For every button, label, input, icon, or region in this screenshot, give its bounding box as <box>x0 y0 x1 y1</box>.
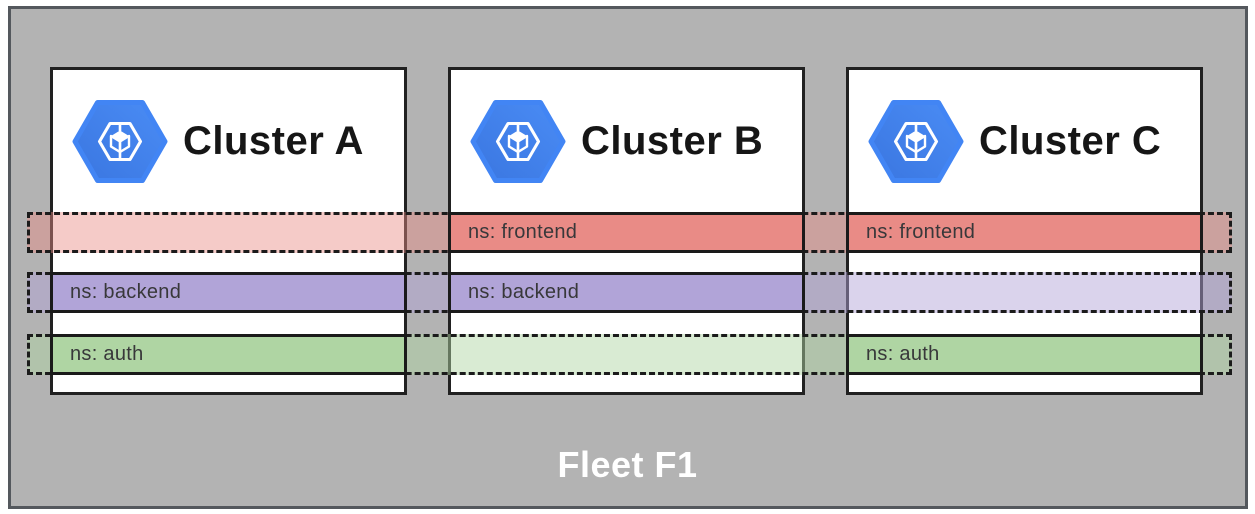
namespace-backend-cluster-b: ns: backend <box>448 272 805 313</box>
cluster-title: Cluster B <box>581 119 764 163</box>
namespace-label: ns: auth <box>70 343 144 365</box>
namespace-label: ns: frontend <box>866 221 976 243</box>
namespace-label: ns: backend <box>468 281 580 303</box>
namespace-frontend-cluster-b: ns: frontend <box>448 212 805 253</box>
namespace-backend-cluster-a: ns: backend <box>50 272 407 313</box>
namespace-label: ns: backend <box>70 281 182 303</box>
cluster-title: Cluster A <box>183 119 364 163</box>
gke-cluster-icon <box>72 100 168 183</box>
namespace-label: ns: frontend <box>468 221 578 243</box>
cluster-header-b: Cluster B <box>468 95 763 188</box>
cluster-header-c: Cluster C <box>866 95 1161 188</box>
gke-cluster-icon <box>470 100 566 183</box>
cluster-header-a: Cluster A <box>70 95 364 188</box>
namespace-label: ns: auth <box>866 343 940 365</box>
fleet-label: Fleet F1 <box>557 444 698 485</box>
namespace-auth-cluster-a: ns: auth <box>50 334 407 375</box>
namespace-frontend-cluster-c: ns: frontend <box>846 212 1203 253</box>
cluster-title: Cluster C <box>979 119 1162 163</box>
namespace-auth-cluster-c: ns: auth <box>846 334 1203 375</box>
gke-cluster-icon <box>868 100 964 183</box>
